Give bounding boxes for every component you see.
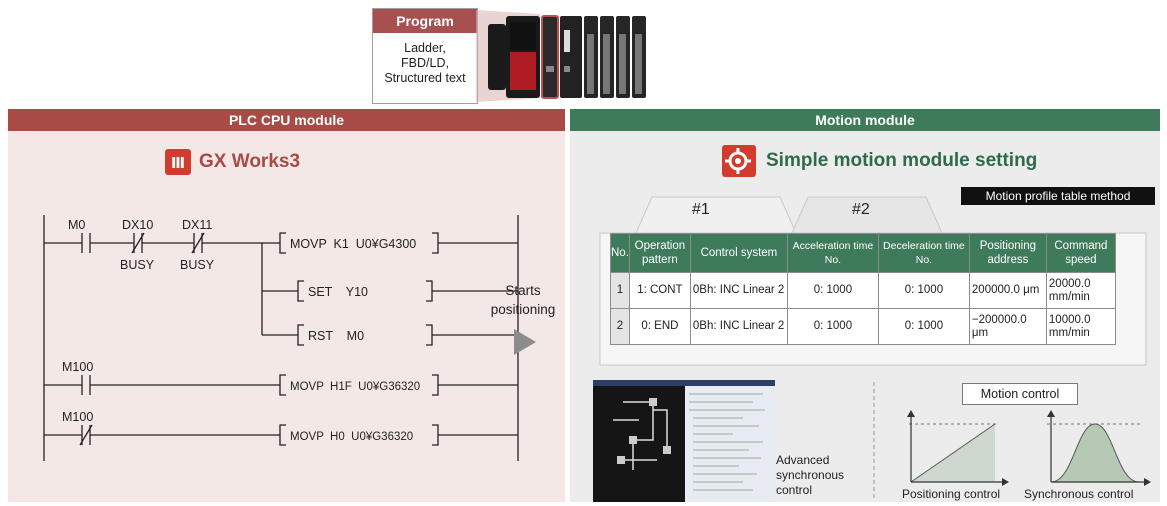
- svg-text:Ⅲ: Ⅲ: [171, 154, 185, 172]
- contact-m100-label-1: M100: [62, 360, 93, 374]
- simple-motion-title: Simple motion module setting: [722, 145, 1037, 177]
- dashed-divider: [873, 382, 875, 498]
- gx-works3-title: Ⅲ GX Works3: [165, 149, 300, 175]
- header-operation-pattern: Operation pattern: [628, 233, 691, 273]
- row-no: 1: [610, 272, 630, 309]
- tab-1[interactable]: #1: [692, 201, 710, 218]
- advanced-line-2: synchronous: [776, 468, 845, 482]
- simple-motion-label: Simple motion module setting: [766, 150, 1038, 171]
- row-no: 2: [610, 308, 630, 345]
- program-lang-2: FBD/LD,: [401, 56, 449, 70]
- header-no: No.: [610, 233, 630, 273]
- program-lang-1: Ladder,: [404, 41, 446, 55]
- plc-cpu-header: PLC CPU module: [8, 109, 565, 131]
- motion-profile-table: No. Operation pattern Control system Acc…: [610, 233, 1116, 345]
- program-lang-3: Structured text: [384, 71, 466, 85]
- motion-control-graphs: [907, 410, 1151, 486]
- row-command-speed: 10000.0 mm/min: [1045, 308, 1116, 345]
- starts-positioning-label: Starts positioning: [477, 281, 569, 319]
- row-acceleration-time: 0: 1000: [786, 308, 879, 345]
- synchronous-control-label: Synchronous control: [1024, 487, 1134, 501]
- motion-module-header: Motion module: [570, 109, 1160, 131]
- gx-works3-icon: Ⅲ: [165, 149, 191, 175]
- row-positioning-address: −200000.0 μm: [968, 308, 1047, 345]
- synchronous-control-screenshot: [593, 380, 775, 502]
- instr-movp-h0: MOVP H0 U0¥G36320: [290, 431, 413, 443]
- program-languages: Ladder, FBD/LD, Structured text: [373, 33, 477, 86]
- busy-label-2: BUSY: [180, 258, 215, 272]
- motion-table-card: #1 #2 No. Operation pattern Control syst…: [596, 187, 1148, 367]
- advanced-line-3: control: [776, 483, 813, 497]
- instr-movp-h1f: MOVP H1F U0¥G36320: [290, 381, 420, 393]
- row-control-system: 0Bh: INC Linear 2: [689, 308, 788, 345]
- arrow-right-icon: [514, 329, 536, 355]
- simple-motion-icon: [722, 145, 756, 177]
- contact-dx11-label: DX11: [182, 218, 212, 232]
- motion-control-label: Motion control: [962, 383, 1078, 405]
- tab-2[interactable]: #2: [852, 201, 870, 218]
- row-operation-pattern: 0: END: [628, 308, 691, 345]
- row-deceleration-time: 0: 1000: [877, 308, 970, 345]
- program-box: Program Ladder, FBD/LD, Structured text: [372, 8, 478, 104]
- advanced-line-1: Advanced: [776, 453, 830, 467]
- method-badge: Motion profile table method: [961, 187, 1155, 205]
- contact-m100-label-2: M100: [62, 410, 93, 424]
- instr-rst-m0: RST M0: [308, 329, 364, 343]
- table-header-row: No. Operation pattern Control system Acc…: [610, 233, 1116, 273]
- positioning-label: positioning: [490, 302, 556, 317]
- ladder-diagram: M0 DX10 DX11 BUSY BUSY M100 M100 MOVP K1…: [43, 215, 519, 461]
- contact-dx10-label: DX10: [122, 218, 153, 232]
- starts-label: Starts: [505, 283, 541, 298]
- contact-m0-label: M0: [68, 218, 85, 232]
- header-positioning-address: Positioning address: [968, 233, 1047, 273]
- positioning-control-label: Positioning control: [902, 487, 1001, 501]
- row-deceleration-time: 0: 1000: [877, 272, 970, 309]
- row-operation-pattern: 1: CONT: [628, 272, 691, 309]
- program-title: Program: [373, 9, 477, 33]
- busy-label-1: BUSY: [120, 258, 155, 272]
- table-row: 1 1: CONT 0Bh: INC Linear 2 0: 1000 0: 1…: [610, 272, 1116, 309]
- row-acceleration-time: 0: 1000: [786, 272, 879, 309]
- instr-set-y10: SET Y10: [308, 285, 368, 299]
- instr-movp-k1: MOVP K1 U0¥G4300: [290, 237, 416, 251]
- header-command-speed: Command speed: [1045, 233, 1116, 273]
- plc-cpu-panel: PLC CPU module: [8, 109, 565, 502]
- table-row: 2 0: END 0Bh: INC Linear 2 0: 1000 0: 10…: [610, 308, 1116, 345]
- row-control-system: 0Bh: INC Linear 2: [689, 272, 788, 309]
- row-positioning-address: 200000.0 μm: [968, 272, 1047, 309]
- plc-hardware-illustration: [476, 10, 646, 102]
- header-acceleration-time: Acceleration time No.: [786, 233, 879, 273]
- header-control-system: Control system: [689, 233, 788, 273]
- gx-works3-label: GX Works3: [199, 151, 301, 172]
- advanced-synchronous-label: Advanced synchronous control: [776, 453, 844, 498]
- header-deceleration-time: Deceleration time No.: [877, 233, 970, 273]
- row-command-speed: 20000.0 mm/min: [1045, 272, 1116, 309]
